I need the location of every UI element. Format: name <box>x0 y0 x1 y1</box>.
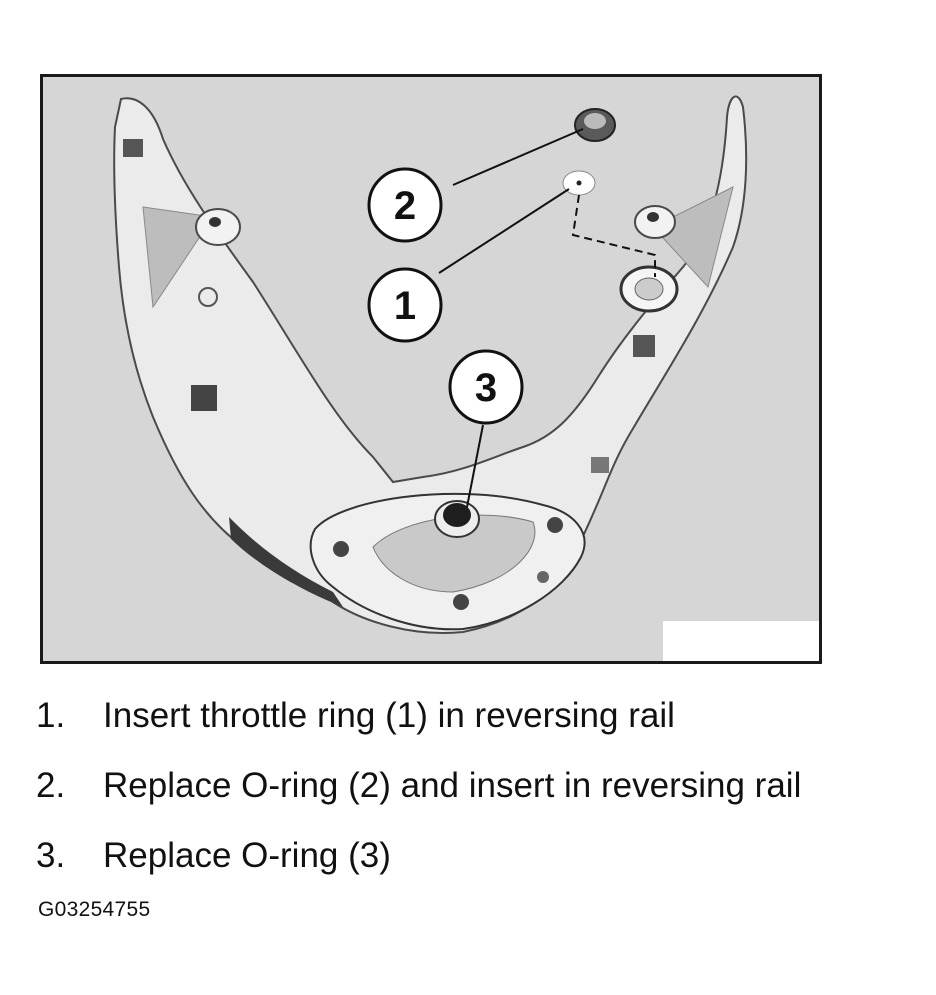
leader-line-1 <box>438 188 570 274</box>
right-boss-hole <box>647 212 659 222</box>
callout-3-label: 3 <box>475 366 497 410</box>
reversing-rail-illustration: 2 1 3 <box>40 74 822 664</box>
callout-3: 3 <box>448 349 524 425</box>
step-1-number: 1. <box>36 696 66 735</box>
mounting-hole-1 <box>333 541 349 557</box>
leader-line-2 <box>452 128 584 186</box>
step-1: 1. Insert throttle ring (1) in reversing… <box>36 690 916 760</box>
left-rib <box>142 206 214 309</box>
square-window-1 <box>123 139 143 157</box>
step-2-text: Replace O-ring (2) and insert in reversi… <box>103 766 802 805</box>
assembly-path-line <box>571 194 656 277</box>
step-3: 3. Replace O-ring (3) <box>36 830 916 900</box>
logo-mark <box>198 287 218 307</box>
step-3-number: 3. <box>36 836 66 875</box>
callout-1-label: 1 <box>394 284 416 328</box>
leader-line-3 <box>466 424 484 508</box>
callout-1: 1 <box>367 267 443 343</box>
left-boss-hole <box>209 217 221 227</box>
figure-id: G03254755 <box>38 898 151 921</box>
left-boss <box>195 208 241 246</box>
step-2: 2. Replace O-ring (2) and insert in reve… <box>36 760 916 830</box>
mounting-hole-4 <box>537 571 549 583</box>
square-window-3 <box>633 335 655 357</box>
o-ring-2-bore <box>584 113 606 129</box>
reversing-rail-body <box>113 95 748 634</box>
o-ring-3 <box>443 503 471 527</box>
square-window-4 <box>591 457 609 473</box>
mounting-hole-3 <box>453 594 469 610</box>
step-3-text: Replace O-ring (3) <box>103 836 391 875</box>
instruction-steps: 1. Insert throttle ring (1) in reversing… <box>36 690 916 900</box>
corner-patch <box>663 621 819 661</box>
right-rib <box>652 186 734 289</box>
mounting-hole-2 <box>547 517 563 533</box>
throttle-ring-1-hole <box>576 180 582 186</box>
right-boss <box>634 205 676 239</box>
callout-2: 2 <box>367 167 443 243</box>
step-2-number: 2. <box>36 766 66 805</box>
throttle-ring-seat-inner <box>634 277 664 301</box>
callout-2-label: 2 <box>394 184 416 228</box>
step-1-text: Insert throttle ring (1) in reversing ra… <box>103 696 675 735</box>
square-window-2 <box>191 385 217 411</box>
illustration-canvas: 2 1 3 <box>113 95 748 634</box>
rail-shadow <box>229 517 343 607</box>
